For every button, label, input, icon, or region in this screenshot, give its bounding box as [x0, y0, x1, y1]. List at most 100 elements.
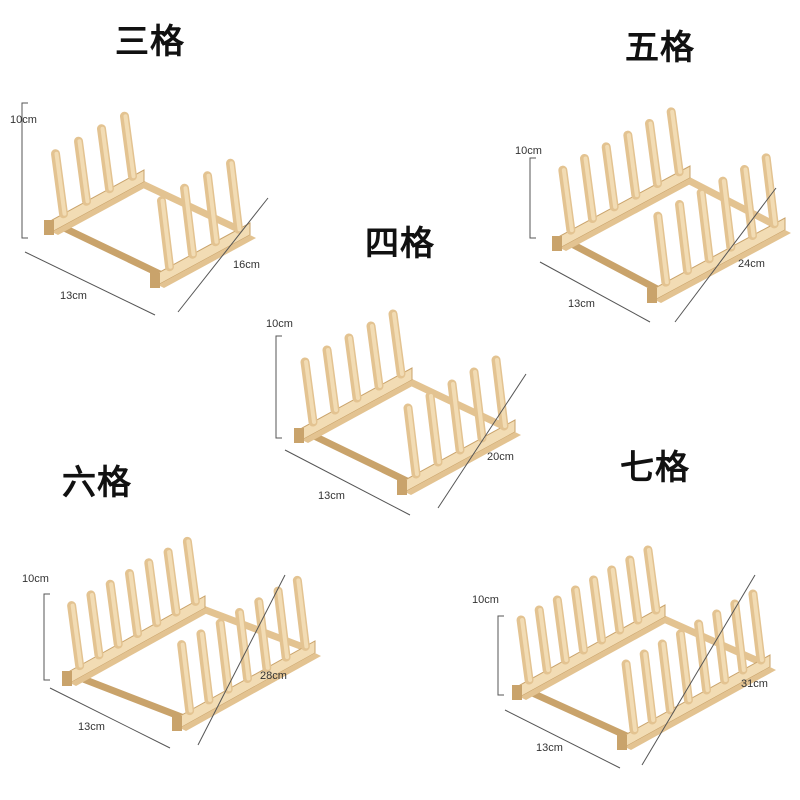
- rack-width-label-4: 13cm: [318, 490, 345, 502]
- rack-4-peg-highlight: [348, 336, 360, 400]
- rack-3-rail-end-left: [44, 220, 54, 235]
- rack-4-rail-side-left: [302, 380, 418, 443]
- rack-3-rail-side-right: [158, 235, 256, 288]
- rack-6-peg-highlight: [257, 599, 270, 670]
- rack-height-label-7: 10cm: [472, 594, 499, 606]
- rack-7-peg-highlight: [592, 578, 605, 642]
- rack-4-height-dimension-line: [275, 335, 282, 439]
- rack-3-peg-highlight: [183, 186, 196, 257]
- rack-7-peg-highlight: [574, 588, 587, 652]
- rack-6-peg-highlight: [70, 603, 83, 668]
- rack-4-peg-highlight: [407, 406, 419, 476]
- rack-7-dowel-front: [524, 687, 633, 741]
- rack-7-rail-side-left: [520, 617, 671, 700]
- rack-6-peg-highlight: [219, 621, 232, 692]
- rack-length-label-7: 31cm: [741, 678, 768, 690]
- rack-7-peg-highlight: [661, 642, 674, 712]
- rack-height-label-5: 10cm: [515, 145, 542, 157]
- rack-4-rail-end-left: [294, 428, 304, 443]
- rack-4-length-dimension-line: [437, 373, 527, 509]
- rack-6-peg-highlight: [277, 589, 290, 660]
- rack-4-peg-highlight: [326, 348, 338, 412]
- rack-7-peg-highlight: [610, 568, 623, 632]
- rack-4-peg-highlight: [370, 324, 382, 388]
- rack-3-rail-end-right: [150, 273, 160, 288]
- rack-4-peg-highlight: [429, 394, 441, 464]
- rack-6-peg-highlight: [128, 571, 141, 636]
- rack-5-rail-right: [654, 217, 786, 301]
- rack-5-rail-side-right: [655, 230, 791, 303]
- rack-7-peg-highlight: [697, 622, 710, 692]
- rack-5-peg-highlight: [583, 156, 596, 221]
- rack-5-peg-highlight: [670, 109, 683, 174]
- rack-4-peg-highlight: [473, 370, 485, 440]
- rack-height-label-4: 10cm: [266, 318, 293, 330]
- rack-7-peg-highlight: [733, 602, 746, 672]
- rack-5-width-dimension-line: [539, 261, 651, 323]
- rack-6-peg-highlight: [180, 642, 193, 713]
- rack-6-rail-end-right: [172, 716, 182, 731]
- rack-5-peg-highlight: [765, 155, 778, 226]
- rack-7-rail-end-right: [617, 735, 627, 750]
- rack-length-label-6: 28cm: [260, 670, 287, 682]
- rack-length-label-5: 24cm: [738, 258, 765, 270]
- rack-6-height-dimension-line: [43, 593, 50, 681]
- rack-title-5: 五格: [625, 28, 695, 68]
- rack-5-peg-highlight: [721, 179, 734, 250]
- rack-4-width-dimension-line: [284, 449, 411, 516]
- rack-length-label-3: 16cm: [233, 259, 260, 271]
- rack-title-3: 三格: [115, 22, 185, 62]
- rack-7-peg-highlight: [625, 662, 638, 732]
- rack-4-peg-highlight: [495, 358, 507, 428]
- rack-7-peg-highlight: [715, 612, 728, 682]
- rack-6-rail-side-left: [70, 608, 211, 686]
- rack-6-peg-highlight: [147, 560, 160, 625]
- rack-3-peg-highlight: [54, 151, 67, 216]
- rack-3-peg-highlight: [160, 198, 173, 269]
- rack-5-rail-left: [559, 165, 691, 249]
- rack-3-peg-highlight: [100, 126, 113, 191]
- rack-4-peg-highlight: [392, 312, 404, 376]
- rack-width-label-5: 13cm: [568, 298, 595, 310]
- rack-width-label-3: 13cm: [60, 290, 87, 302]
- rack-3-height-dimension-line: [21, 102, 28, 239]
- rack-3-dowel-front: [56, 222, 166, 279]
- rack-5-peg-highlight: [626, 133, 639, 198]
- rack-5-rail-end-left: [552, 236, 562, 251]
- rack-7-length-dimension-line: [641, 574, 756, 766]
- rack-5-rail-side-left: [560, 178, 696, 251]
- rack-7-width-dimension-line: [504, 709, 621, 769]
- rack-4-dowel-front: [306, 430, 413, 486]
- rack-6-length-dimension-line: [197, 574, 286, 746]
- rack-5-peg-highlight: [656, 214, 669, 285]
- rack-3-width-dimension-line: [24, 251, 156, 316]
- rack-3-length-dimension-line: [177, 197, 269, 313]
- rack-7-peg-highlight: [646, 548, 659, 612]
- rack-6-peg-highlight: [186, 539, 199, 604]
- rack-7-peg-highlight: [751, 592, 764, 662]
- rack-5-dowel-front: [564, 238, 663, 294]
- rack-width-label-6: 13cm: [78, 721, 105, 733]
- rack-5-peg-highlight: [743, 167, 756, 238]
- rack-4-rail-end-right: [397, 480, 407, 495]
- rack-4-peg-highlight: [451, 382, 463, 452]
- rack-7-peg-highlight: [520, 618, 533, 682]
- rack-5-peg-highlight: [605, 144, 618, 209]
- rack-6-peg-highlight: [238, 610, 251, 681]
- rack-5-height-dimension-line: [529, 157, 536, 239]
- rack-height-label-6: 10cm: [22, 573, 49, 585]
- rack-height-label-3: 10cm: [10, 114, 37, 126]
- rack-6-rail-end-left: [62, 671, 72, 686]
- rack-title-6: 六格: [62, 463, 132, 503]
- rack-7-peg-highlight: [628, 558, 641, 622]
- rack-title-4: 四格: [365, 224, 435, 264]
- rack-5-peg-highlight: [700, 190, 713, 261]
- rack-6-dowel-front: [74, 673, 188, 722]
- rack-6-peg-highlight: [109, 582, 122, 647]
- rack-5-rail-end-right: [647, 288, 657, 303]
- rack-5-length-dimension-line: [674, 187, 777, 323]
- rack-6-width-dimension-line: [49, 687, 171, 749]
- rack-length-label-4: 20cm: [487, 451, 514, 463]
- rack-6-peg-highlight: [167, 550, 180, 615]
